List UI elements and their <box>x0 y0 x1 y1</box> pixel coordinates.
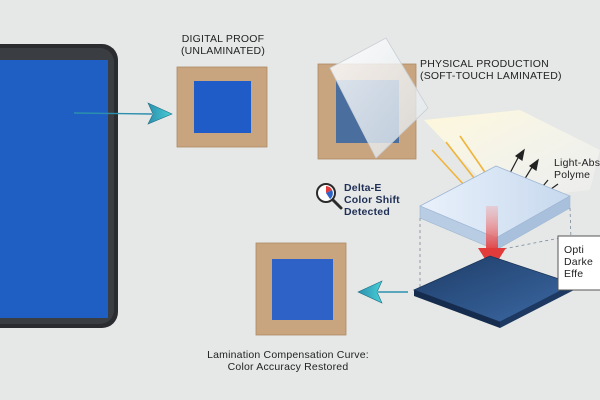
digital-proof-line-1: DIGITAL PROOF <box>181 33 265 45</box>
light-beam <box>424 110 600 200</box>
darkened-substrate <box>412 255 576 328</box>
compensation-curve-line-2: Color Accuracy Restored <box>227 361 349 373</box>
optical-line-1: Opti <box>564 244 585 256</box>
physical-production-label: PHYSICAL PRODUCTION (SOFT-TOUCH LAMINATE… <box>420 58 590 82</box>
digital-proof-line-2: (UNLAMINATED) <box>180 45 266 57</box>
digital-proof-label: DIGITAL PROOF (UNLAMINATED) <box>168 33 278 57</box>
compensation-curve-line-1: Lamination Compensation Curve: <box>207 349 369 361</box>
delta-e-line-2: Color Shift <box>344 194 400 206</box>
tablet-device <box>0 44 118 328</box>
delta-e-label: Delta-E Color Shift Detected <box>344 182 424 218</box>
laminate-film <box>329 37 429 159</box>
delta-e-line-1: Delta-E <box>344 182 382 194</box>
arrow-to-proof <box>73 102 173 125</box>
polymer-line-2: Polyme <box>554 169 591 181</box>
polymer-line-1: Light-Abs <box>554 157 600 169</box>
delta-e-line-3: Detected <box>344 206 390 218</box>
arrow-to-restored <box>357 280 408 304</box>
polymer-label: Light-Abs Polyme <box>554 157 600 181</box>
compensation-curve-label: Lamination Compensation Curve: Color Acc… <box>198 349 378 373</box>
restored-swatch <box>255 242 347 336</box>
optical-line-3: Effe <box>564 268 584 280</box>
physical-production-line-1: PHYSICAL PRODUCTION <box>420 58 549 70</box>
tablet-screen <box>0 60 108 318</box>
physical-production-line-2: (SOFT-TOUCH LAMINATED) <box>420 70 562 82</box>
polymer-layer <box>419 165 571 251</box>
optical-callout-box <box>557 235 600 291</box>
optical-line-2: Darke <box>564 256 594 268</box>
magnifier-chart-icon <box>316 183 343 210</box>
physical-production-swatch <box>317 37 429 160</box>
optical-label: Opti Darke Effe <box>564 244 600 280</box>
digital-proof-swatch <box>176 66 268 148</box>
